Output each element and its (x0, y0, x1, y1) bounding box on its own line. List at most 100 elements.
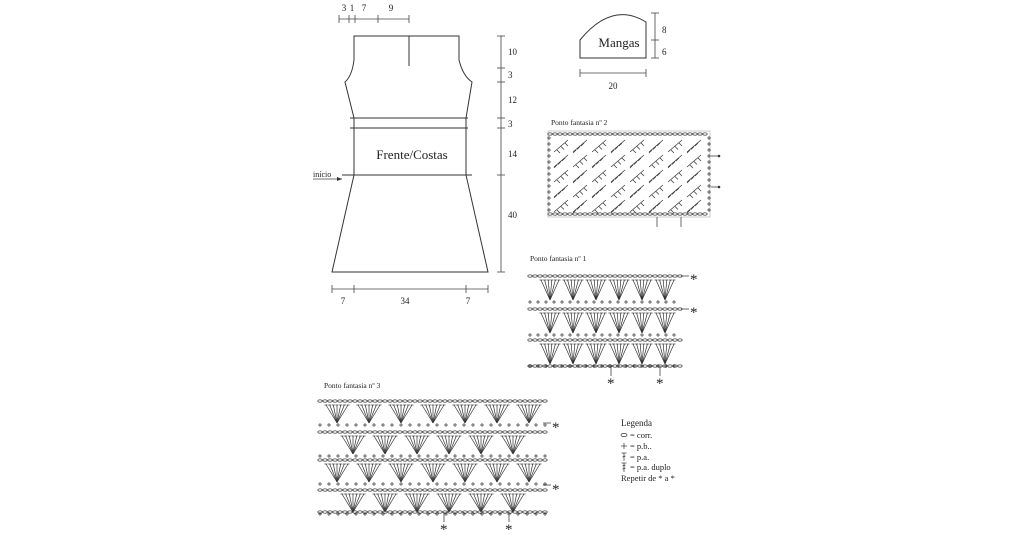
chain-stitch-icon (562, 307, 568, 311)
double-crochet-icon (400, 404, 409, 424)
double-crochet-icon (448, 435, 461, 455)
chain-stitch-icon (457, 458, 463, 462)
double-crochet-icon (693, 161, 698, 165)
double-crochet-icon (572, 312, 579, 334)
chain-stitch-icon (332, 399, 338, 403)
chain-stitch-icon (537, 510, 543, 514)
double-crochet-icon (636, 279, 643, 301)
double-crochet-icon (694, 202, 699, 207)
chain-stitch-icon (347, 458, 353, 462)
chain-stitch-icon (377, 399, 383, 403)
chain-stitch-icon (642, 338, 648, 342)
double-crochet-icon (629, 184, 645, 198)
double-crochet-icon (505, 493, 514, 513)
double-crochet-icon (425, 463, 434, 483)
double-crochet-icon (674, 146, 679, 150)
chain-stitch-icon (432, 430, 438, 434)
double-crochet-icon (325, 463, 338, 483)
chain-stitch-icon (527, 274, 533, 278)
chain-stitch-icon (522, 458, 528, 462)
double-crochet-icon (448, 435, 454, 455)
chain-stitch-icon (592, 212, 598, 216)
chain-stitch-icon (392, 488, 398, 492)
double-crochet-icon (618, 202, 623, 207)
double-crochet-icon (512, 493, 521, 513)
chain-stitch-icon (367, 458, 373, 462)
bottom-dim-3: 7 (466, 296, 471, 306)
chain-stitch-icon (507, 510, 513, 514)
chain-stitch-icon (582, 212, 588, 216)
double-crochet-icon (593, 279, 597, 301)
double-crochet-icon (528, 463, 541, 483)
double-crochet-icon (641, 279, 648, 301)
double-crochet-icon (480, 493, 489, 513)
chain-stitch-icon (327, 458, 333, 462)
chain-stitch-icon (542, 338, 548, 342)
chain-stitch-icon (622, 338, 628, 342)
double-crochet-icon (655, 191, 660, 195)
chain-stitch-icon (357, 488, 363, 492)
chain-stitch-icon (427, 488, 433, 492)
chain-stitch-icon (637, 212, 643, 216)
double-crochet-icon (512, 435, 518, 455)
double-crochet-icon (377, 435, 386, 455)
double-crochet-icon (641, 279, 645, 301)
treble-crochet-icon (621, 462, 627, 472)
chain-stitch-icon (502, 430, 508, 434)
double-crochet-icon (609, 279, 620, 301)
double-crochet-icon (586, 279, 597, 301)
sleeve-bottom-dim: 20 (609, 81, 619, 91)
double-crochet-icon (528, 404, 537, 424)
double-crochet-icon (409, 493, 418, 513)
double-crochet-icon (629, 194, 634, 199)
chain-stitch-icon (427, 510, 433, 514)
bottom-dimension: 7 34 7 (331, 285, 489, 306)
double-crochet-icon (655, 312, 666, 334)
chain-stitch-icon (462, 399, 468, 403)
chain-stitch-icon (652, 364, 658, 368)
double-crochet-icon (652, 176, 657, 180)
chain-stitch-icon (622, 364, 628, 368)
double-crochet-icon (444, 493, 450, 513)
double-crochet-icon (485, 404, 498, 424)
legend-item-treble-crochet: = p.a. duplo (630, 462, 671, 472)
double-crochet-icon (496, 404, 509, 424)
chain-stitch-icon (642, 132, 648, 136)
chain-stitch-icon (562, 132, 568, 136)
double-crochet-icon (496, 463, 509, 483)
double-crochet-icon (690, 176, 695, 180)
double-crochet-icon (384, 493, 393, 513)
chain-stitch-icon (337, 488, 343, 492)
double-crochet-icon (492, 404, 498, 424)
chain-stitch-icon (632, 307, 638, 311)
double-crochet-icon (416, 435, 422, 455)
double-crochet-icon (444, 435, 450, 455)
double-crochet-icon (448, 493, 461, 513)
chain-stitch-icon (537, 488, 543, 492)
double-crochet-icon (641, 312, 648, 334)
double-crochet-icon (641, 312, 645, 334)
double-crochet-icon (583, 157, 588, 162)
double-crochet-icon (616, 343, 620, 365)
double-crochet-icon (693, 191, 698, 195)
double-crochet-icon (572, 343, 576, 365)
chain-stitch-icon (577, 307, 583, 311)
double-crochet-icon (325, 404, 338, 424)
double-crochet-icon (670, 149, 675, 154)
chain-stitch-icon (512, 399, 518, 403)
double-crochet-icon (689, 164, 694, 169)
double-crochet-icon (345, 493, 354, 513)
chain-stitch-icon (362, 488, 368, 492)
double-crochet-icon (332, 463, 338, 483)
double-crochet-icon (595, 312, 599, 334)
chain-stitch-icon (647, 364, 653, 368)
chain-stitch-icon (702, 132, 708, 136)
double-crochet-icon (336, 463, 349, 483)
double-crochet-icon (336, 404, 349, 424)
chain-stitch-icon (537, 274, 543, 278)
double-crochet-icon (540, 279, 551, 301)
chain-stitch-icon (432, 488, 438, 492)
double-crochet-icon (599, 157, 604, 162)
chain-stitch-icon (457, 399, 463, 403)
double-crochet-icon (549, 312, 560, 334)
